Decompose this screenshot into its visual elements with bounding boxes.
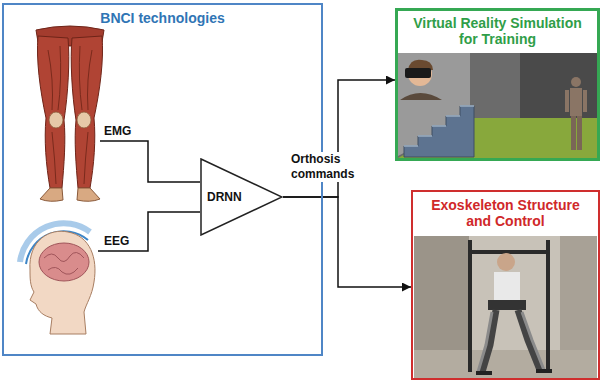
head-illustration-part — [39, 243, 89, 281]
head-illustration-part — [44, 252, 84, 274]
command-arrow — [283, 80, 395, 197]
vr-scene-part — [570, 88, 582, 116]
legs-illustration — [36, 26, 104, 201]
legs-illustration-part — [49, 112, 63, 128]
legs-illustration-part — [48, 46, 92, 184]
vr-scene-part — [571, 116, 576, 150]
legs-illustration-part — [77, 112, 91, 128]
vr-scene-part — [404, 106, 474, 157]
signal-wires-part — [100, 141, 200, 182]
signal-wires-part — [98, 212, 200, 251]
exoskeleton-photo-part — [488, 300, 526, 310]
exoskeleton-photo-part — [478, 312, 544, 372]
command-arrow — [283, 197, 411, 287]
bnci-panel: BNCI technologiesDRNN — [2, 3, 323, 356]
vr-panel: Virtual Reality Simulation for Training — [395, 8, 600, 161]
legs-illustration-part — [37, 36, 68, 188]
signal-name: EMG — [104, 124, 131, 139]
vr-scene-part — [520, 53, 597, 119]
vr-scene-part — [565, 90, 569, 112]
legs-illustration-part — [77, 188, 100, 201]
exoskeleton-photo-part — [476, 371, 552, 373]
exoskeleton-photo-part — [414, 236, 597, 378]
vr-scene-part — [571, 77, 581, 87]
legs-illustration-part — [71, 36, 102, 188]
vr-scene-part — [400, 93, 442, 100]
exoskeleton-photo — [414, 236, 597, 378]
edge-label: Orthosis commands — [289, 152, 365, 182]
drnn-triangle: DRNN — [200, 158, 283, 236]
signal-wires — [98, 141, 200, 251]
exoskeleton-panel: Exoskeleton Structure and Control — [411, 190, 600, 380]
panel-heading: BNCI technologies — [12, 10, 313, 26]
vr-scene-part — [404, 106, 474, 146]
vr-scene-part — [577, 116, 582, 150]
exoskeleton-photo-part — [414, 350, 597, 378]
signal-name: EEG — [104, 234, 129, 249]
head-illustration — [20, 223, 95, 334]
block-label: DRNN — [207, 190, 242, 204]
vr-scene-part — [583, 90, 587, 112]
vr-scene — [398, 53, 597, 158]
exoskeleton-photo-part — [497, 253, 515, 271]
legs-illustration-part — [40, 188, 63, 201]
exoskeleton-photo-part — [470, 240, 548, 372]
panel-heading: Virtual Reality Simulation for Training — [406, 15, 589, 47]
panel-heading: Exoskeleton Structure and Control — [423, 197, 588, 229]
triangle-shape — [201, 159, 282, 235]
head-illustration-part — [30, 231, 95, 334]
vr-scene-part — [398, 53, 597, 158]
vr-scene-part — [405, 68, 431, 78]
